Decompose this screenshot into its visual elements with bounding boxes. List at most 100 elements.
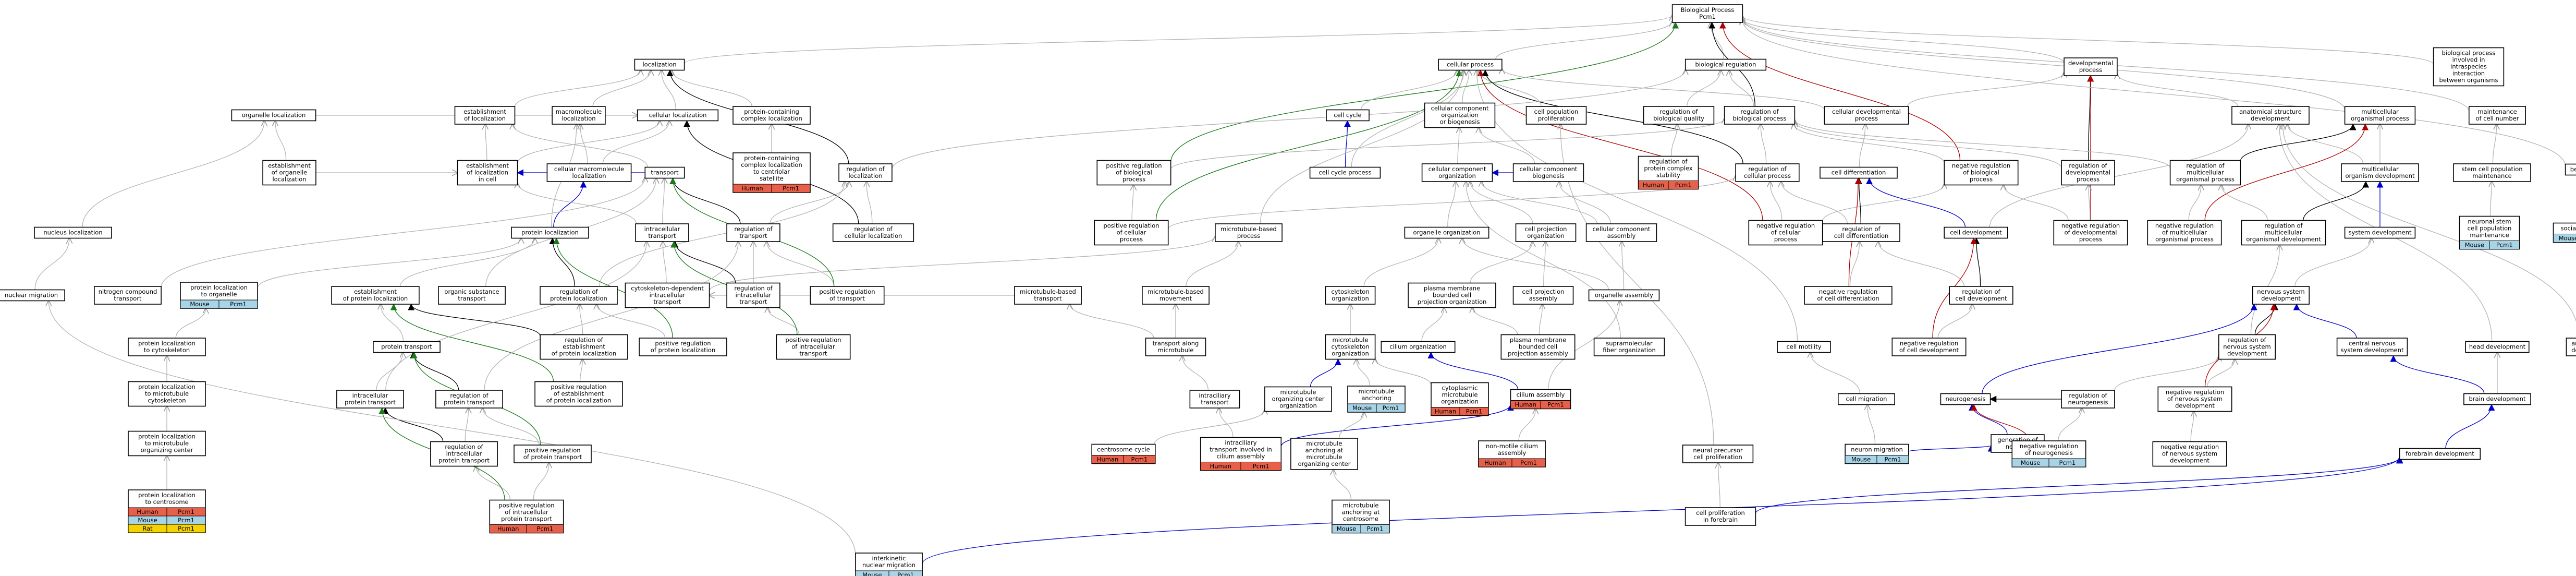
term-node-cellmigration[interactable]: cell migration (1838, 393, 1896, 405)
term-node-neurogenesis[interactable]: neurogenesis (1940, 393, 1991, 405)
term-node-celldiff[interactable]: cell differentiation (1820, 166, 1898, 179)
term-node-socbeh[interactable]: social behaviorMousePcm1 (2553, 222, 2576, 243)
term-node-braindev[interactable]: brain development (2463, 393, 2531, 405)
term-node-cp[interactable]: cellular process (1438, 58, 1503, 71)
term-node-orgloc[interactable]: organelle localization (231, 109, 316, 122)
term-node-orgorg[interactable]: organelle organization (1404, 226, 1490, 239)
term-node-transport[interactable]: transport (644, 166, 685, 179)
term-node-forebrain[interactable]: forebrain development (2399, 448, 2481, 460)
term-node-sysdev[interactable]: system development (2344, 226, 2416, 239)
term-node-prottrans[interactable]: protein transport (373, 341, 441, 353)
term-node-animalorgan[interactable]: animal organdevelopment (2566, 338, 2576, 356)
term-node-orgassembly[interactable]: organelle assembly (1588, 289, 1660, 302)
term-node-cellmotility[interactable]: cell motility (1777, 341, 1831, 353)
term-node-cellcycle[interactable]: cell cycle (1326, 109, 1370, 122)
term-node-nucmig[interactable]: nuclear migration (0, 289, 65, 302)
term-node-ccprocess[interactable]: cell cycle process (1309, 166, 1381, 179)
term-node-celldev[interactable]: cell development (1944, 226, 2008, 239)
term-node-breg[interactable]: biological regulation (1684, 58, 1767, 71)
term-node-behavior[interactable]: behavior (2565, 163, 2576, 176)
term-node-protloc[interactable]: protein localization (511, 226, 589, 239)
term-node-cytotrans[interactable]: cytoskeleton-dependentintracellulartrans… (625, 282, 710, 308)
